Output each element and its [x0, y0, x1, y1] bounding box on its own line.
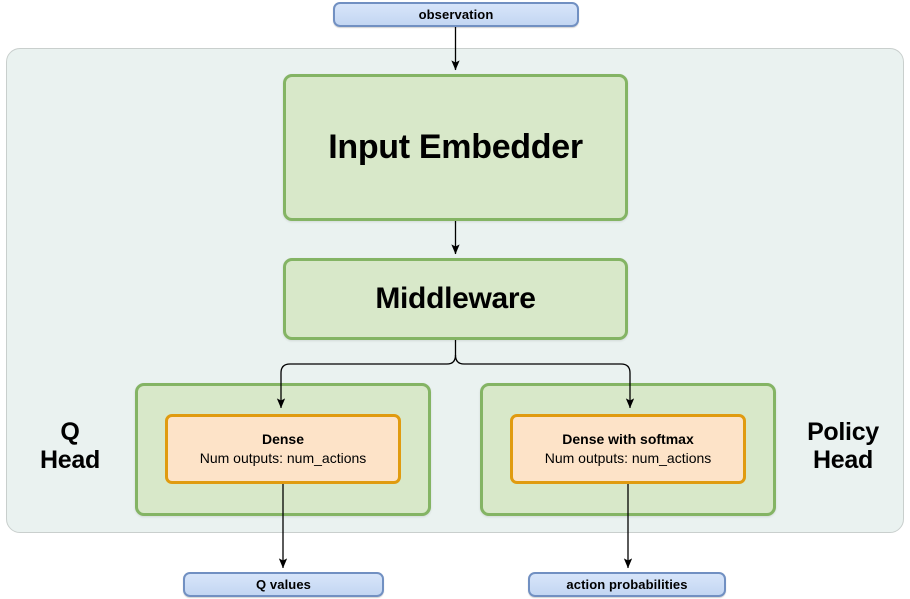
- output-node-q-values-label: Q values: [256, 577, 311, 592]
- module-middleware[interactable]: Middleware: [283, 258, 628, 340]
- head-policy-head-side-label-line2: Head: [813, 446, 873, 474]
- output-node-action-probabilities[interactable]: action probabilities: [528, 572, 726, 597]
- layer-dense-q-subtitle: Num outputs: num_actions: [199, 450, 367, 466]
- head-q-head-side-label-line2: Head: [40, 446, 100, 474]
- layer-dense-q-title: Dense: [261, 431, 305, 448]
- input-node-observation[interactable]: observation: [333, 2, 579, 27]
- layer-dense-q[interactable]: Dense Num outputs: num_actions: [165, 414, 401, 484]
- module-input-embedder[interactable]: Input Embedder: [283, 74, 628, 221]
- module-middleware-label: Middleware: [375, 282, 536, 315]
- head-q-head-side-label: Q Head: [18, 418, 122, 474]
- module-input-embedder-label: Input Embedder: [328, 128, 583, 166]
- layer-dense-softmax-policy-subtitle: Num outputs: num_actions: [544, 450, 712, 466]
- head-policy-head-side-label-line1: Policy: [807, 418, 879, 446]
- head-q-head-side-label-line1: Q: [60, 418, 80, 446]
- head-policy-head-side-label: Policy Head: [788, 418, 898, 474]
- layer-dense-softmax-policy-title: Dense with softmax: [562, 431, 694, 448]
- input-node-observation-label: observation: [418, 7, 494, 22]
- output-node-action-probabilities-label: action probabilities: [566, 577, 688, 592]
- output-node-q-values[interactable]: Q values: [183, 572, 384, 597]
- layer-dense-softmax-policy[interactable]: Dense with softmax Num outputs: num_acti…: [510, 414, 746, 484]
